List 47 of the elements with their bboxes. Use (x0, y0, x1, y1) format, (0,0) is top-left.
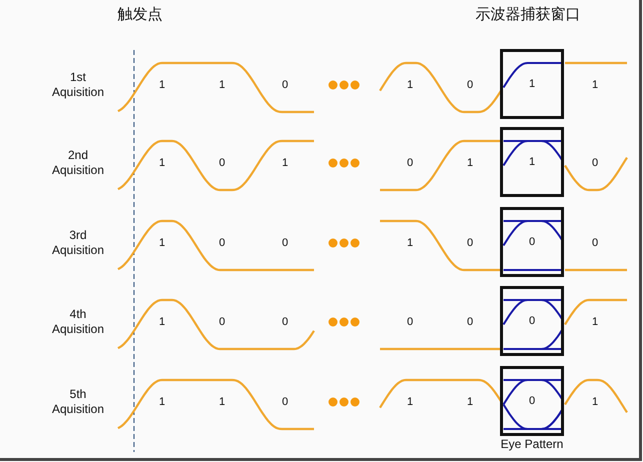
bit-value: 0 (282, 316, 288, 328)
bit-value: 1 (406, 237, 414, 249)
bit-value: 1 (592, 79, 598, 91)
capture-window (500, 49, 564, 119)
bit-value: 0 (466, 79, 474, 91)
capture-window (500, 286, 564, 356)
bit-value: 0 (466, 237, 474, 249)
bit-value: 1 (466, 157, 474, 169)
bit-value: 1 (158, 157, 166, 169)
capture-window (500, 207, 564, 277)
row-label: 4th Aquisition (50, 307, 106, 337)
bit-value: 1 (528, 78, 536, 90)
bit-value: 1 (466, 396, 474, 408)
bit-value: 1 (158, 316, 166, 328)
bit-value: 1 (282, 157, 288, 169)
bit-value: 0 (406, 157, 414, 169)
bit-value: 1 (406, 396, 414, 408)
column-heading: 触发点 (118, 5, 162, 24)
bit-value: 0 (592, 237, 598, 249)
row-label: 5th Aquisition (50, 387, 106, 417)
bit-value: 1 (158, 396, 166, 408)
bit-value: 1 (528, 156, 536, 168)
bit-value: 0 (282, 237, 288, 249)
bit-value: 1 (158, 237, 166, 249)
bit-value: 1 (592, 316, 598, 328)
bit-value: 1 (406, 79, 414, 91)
bit-value: 0 (282, 79, 288, 91)
row-label: 1st Aquisition (50, 70, 106, 100)
bit-value: 0 (466, 316, 474, 328)
bit-value: 1 (158, 79, 166, 91)
column-heading: 示波器捕获窗口 (476, 5, 580, 24)
bit-value: 0 (592, 157, 598, 169)
bit-value: 0 (406, 316, 414, 328)
bit-value: 0 (528, 395, 536, 407)
bit-value: 0 (282, 396, 288, 408)
bit-value: 0 (218, 316, 226, 328)
bit-value: 1 (218, 79, 226, 91)
bit-value: 0 (218, 157, 226, 169)
bit-value: 1 (592, 396, 598, 408)
row-label: 2nd Aquisition (50, 148, 106, 178)
node-label: Eye Pattern (500, 437, 564, 451)
bit-value: 0 (528, 236, 536, 248)
bit-value: 0 (528, 315, 536, 327)
bit-value: 1 (218, 396, 226, 408)
row-label: 3rd Aquisition (50, 228, 106, 258)
bit-value: 0 (218, 237, 226, 249)
capture-window (500, 127, 564, 197)
